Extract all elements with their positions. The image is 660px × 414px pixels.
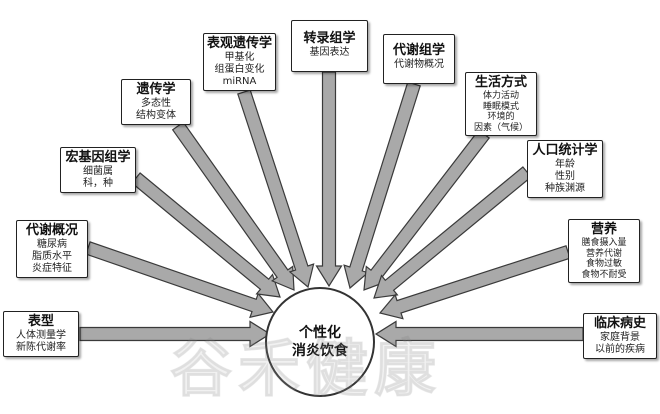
node-desc: 代谢物概况: [394, 59, 444, 70]
node-desc: 以前的疾病: [595, 344, 645, 355]
node-metabolic-profile: 代谢概况 糖尿病 脂质水平 炎症特征: [16, 220, 88, 278]
watermark: 谷禾健康: [169, 332, 443, 406]
node-nutrition: 营养 膳食摄入量 营养代谢 食物过敏 食物不耐受: [568, 219, 640, 283]
arrow-metagenomics: [131, 172, 281, 298]
arrow-phenotype: [79, 320, 272, 348]
node-desc: miRNA: [222, 76, 257, 87]
arrow-demographics: [373, 166, 532, 299]
node-title: 代谢组学: [392, 43, 445, 58]
arrow-epigenetics: [237, 89, 315, 289]
node-metabolomics: 代谢组学 代谢物概况: [383, 34, 455, 84]
node-desc: 新陈代谢率: [16, 342, 66, 353]
node-desc: 人体测量学: [16, 330, 66, 341]
node-desc: 种族渊源: [545, 183, 585, 194]
node-desc: 膳食摄入量: [581, 238, 627, 248]
arrow-metabolomics: [343, 81, 421, 290]
node-desc: 甲基化: [224, 52, 255, 63]
node-epigenetics: 表观遗传学 甲基化 组蛋白变化 miRNA: [203, 33, 276, 91]
node-title: 表型: [27, 314, 54, 329]
arrow-clinical: [374, 320, 584, 348]
node-desc: 体力活动: [482, 91, 519, 101]
center-label-line1: 个性化: [299, 325, 341, 341]
arrow-metabolic: [85, 241, 275, 319]
node-desc: 脂质水平: [32, 251, 72, 262]
node-title: 转录组学: [303, 31, 356, 46]
node-title: 宏基因组学: [65, 150, 131, 165]
node-clinical-history: 临床病史 家庭背景 以前的疾病: [583, 313, 657, 359]
node-desc: 睡眠模式: [482, 101, 519, 112]
node-desc: 营养代谢: [585, 248, 622, 259]
center-hub: 个性化 消炎饮食: [265, 287, 375, 397]
node-desc: 组蛋白变化: [214, 64, 265, 75]
node-title: 遗传学: [136, 82, 176, 97]
node-transcriptomics: 转录组学 基因表达: [291, 20, 368, 72]
arrow-transcriptomics: [315, 71, 343, 288]
node-desc: 糖尿病: [37, 239, 67, 250]
node-title: 表观遗传学: [207, 36, 273, 51]
node-desc: 科，种: [83, 178, 113, 189]
node-metagenomics: 宏基因组学 细菌属 科，种: [60, 147, 136, 193]
node-desc: 性别: [555, 171, 575, 182]
node-title: 人口统计学: [532, 143, 598, 158]
arrow-genetics: [171, 121, 295, 291]
arrow-nutrition: [378, 245, 571, 320]
arrow-lifestyle: [363, 129, 491, 291]
node-desc: 炎症特征: [32, 263, 72, 274]
node-desc: 多态性: [141, 98, 171, 109]
node-genetics: 遗传学 多态性 结构变体: [121, 79, 191, 125]
node-title: 代谢概况: [25, 223, 78, 238]
node-desc: 基因表达: [309, 47, 350, 58]
node-desc: 食物过敏: [585, 259, 622, 269]
node-desc: 家庭背景: [600, 332, 640, 343]
node-title: 生活方式: [474, 75, 527, 90]
node-demographics: 人口统计学 年龄 性别 种族渊源: [527, 140, 603, 198]
node-desc: 结构变体: [136, 110, 176, 121]
node-phenotype: 表型 人体测量学 新陈代谢率: [3, 311, 79, 357]
center-label-line2: 消炎饮食: [292, 343, 348, 359]
node-lifestyle: 生活方式 体力活动 睡眠模式 环境的 因素（气候）: [465, 72, 537, 136]
node-title: 营养: [590, 222, 617, 237]
node-desc: 因素（气候）: [473, 122, 528, 133]
node-desc: 年龄: [555, 159, 575, 170]
node-title: 临床病史: [593, 316, 646, 331]
node-desc: 食物不耐受: [581, 269, 627, 280]
node-desc: 环境的: [487, 112, 515, 122]
node-desc: 细菌属: [83, 166, 113, 177]
